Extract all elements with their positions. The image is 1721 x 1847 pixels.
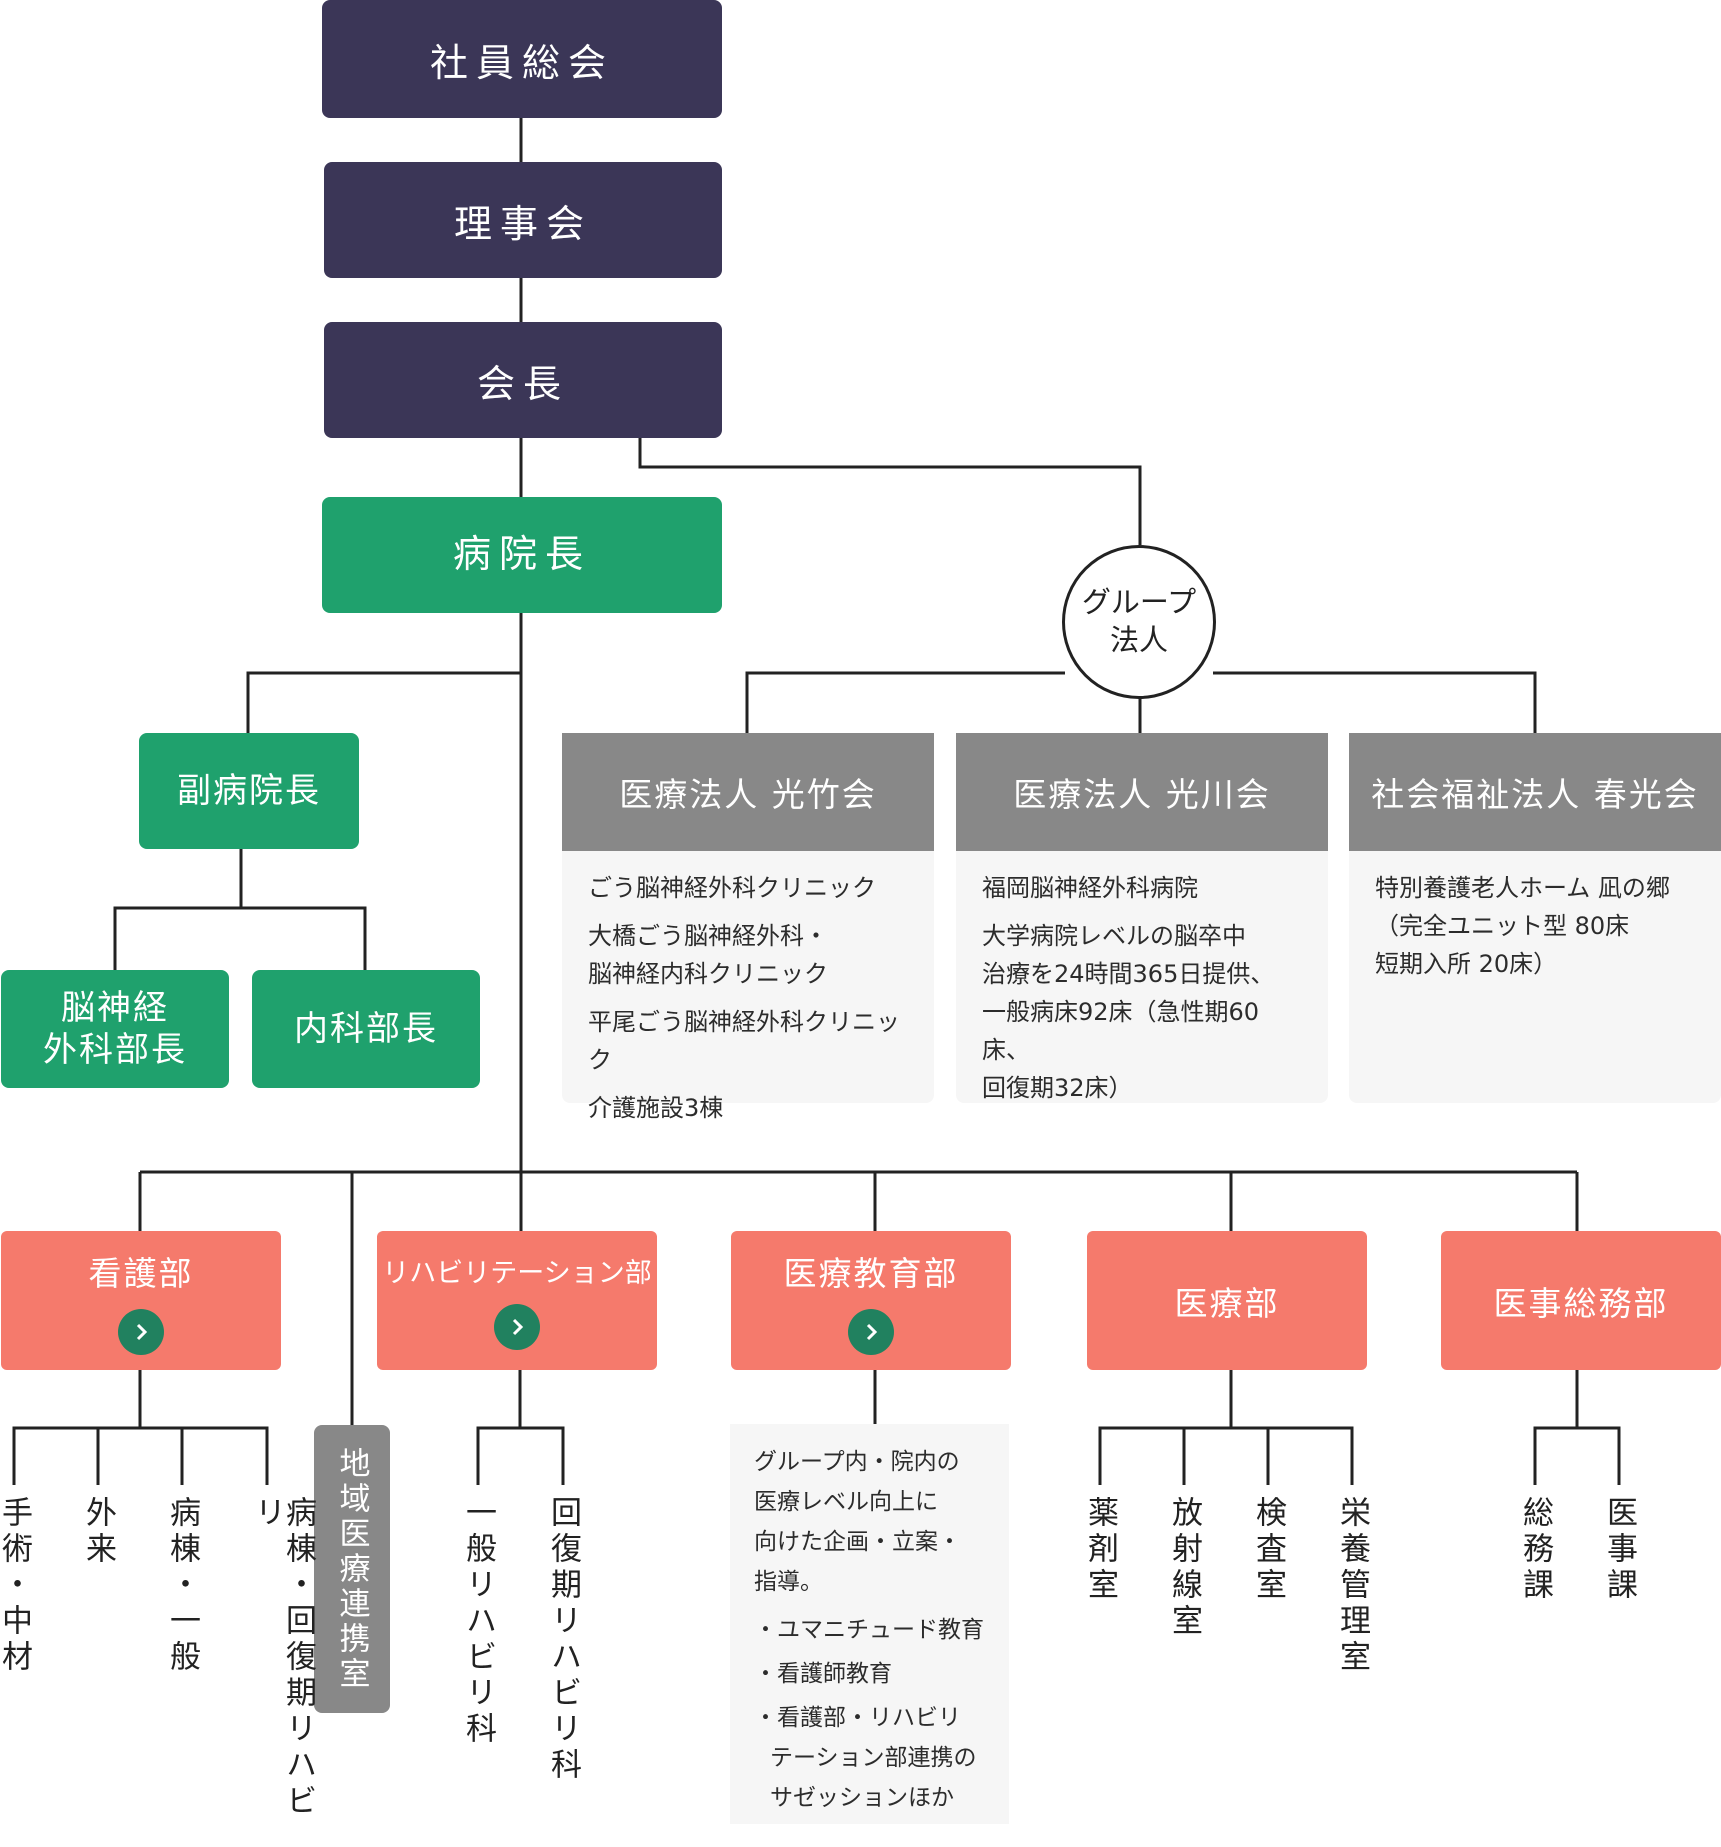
- board-label: 理事会: [453, 201, 592, 246]
- corp-card-body: 福岡脳神経外科病院 大学病院レベルの脳卒中 治療を24時間365日提供、 一般病…: [956, 851, 1328, 1125]
- corp-item: 脳神経内科クリニック: [588, 960, 828, 988]
- neurosurgery-head-label-2: 外科部長: [43, 1030, 187, 1070]
- note-line: ・看護部・リハビリ: [754, 1705, 961, 1731]
- sub-unit-label: 手術・中材: [0, 1496, 32, 1676]
- corp-item: 短期入所 20床）: [1375, 950, 1558, 978]
- note-line: 指導。: [754, 1569, 823, 1595]
- sub-unit-label: 一般リハビリ科: [460, 1496, 496, 1748]
- sub-unit-label: 総務課: [1517, 1496, 1553, 1604]
- chevron-right-icon: [512, 1318, 524, 1336]
- corp-item: 大学病院レベルの脳卒中: [982, 922, 1246, 950]
- group-label-1: グループ: [1081, 585, 1197, 620]
- medical-dept-box: 医療部: [1087, 1231, 1367, 1370]
- corp-item: 大橋ごう脳神経外科・: [588, 922, 828, 950]
- note-line: ・ユマニチュード教育: [754, 1617, 984, 1643]
- corp-card-shunkoukai: 社会福祉法人 春光会 特別養護老人ホーム 凪の郷 （完全ユニット型 80床 短期…: [1349, 733, 1721, 1103]
- director-box: 病院長: [322, 497, 722, 613]
- sub-unit-label: 医事課: [1601, 1496, 1637, 1604]
- note-line: テーション部連携の: [770, 1745, 977, 1771]
- corp-item: 介護施設3棟: [588, 1094, 724, 1122]
- sub-unit-label: 検査室: [1250, 1496, 1286, 1604]
- sub-unit-label: 回復期リハビリ科: [545, 1496, 581, 1784]
- corp-card-koutikukai: 医療法人 光竹会 ごう脳神経外科クリニック 大橋ごう脳神経外科・ 脳神経内科クリ…: [562, 733, 934, 1122]
- education-note: グループ内・院内の 医療レベル向上に 向けた企画・立案・ 指導。 ・ユマニチュー…: [730, 1424, 1009, 1824]
- admin-dept-label: 医事総務部: [1493, 1283, 1669, 1323]
- internal-head-box: 内科部長: [252, 970, 480, 1088]
- chairman-box: 会長: [324, 322, 722, 438]
- note-line: 医療レベル向上に: [754, 1489, 938, 1515]
- corp-item: ごう脳神経外科クリニック: [588, 874, 876, 902]
- admin-dept-box: 医事総務部: [1441, 1231, 1721, 1370]
- corp-item: 回復期32床）: [982, 1074, 1133, 1102]
- internal-head-label: 内科部長: [294, 1008, 438, 1049]
- chevron-right-icon: [136, 1323, 148, 1340]
- corp-card-body: 特別養護老人ホーム 凪の郷 （完全ユニット型 80床 短期入所 20床）: [1349, 851, 1721, 1001]
- general-meeting-box: 社員総会: [322, 0, 722, 118]
- group-label-2: 法人: [1109, 623, 1168, 657]
- corp-item: 一般病床92床（急性期60床、: [982, 998, 1260, 1064]
- note-line: 向けた企画・立案・: [754, 1529, 961, 1555]
- corp-card-body: ごう脳神経外科クリニック 大橋ごう脳神経外科・ 脳神経内科クリニック 平尾ごう脳…: [562, 851, 934, 1145]
- rehab-dept-button[interactable]: [494, 1304, 540, 1350]
- sub-unit-label: 病棟・一般: [164, 1496, 200, 1676]
- vice-director-label: 副病院長: [177, 770, 321, 811]
- neurosurgery-head-label-1: 脳神経: [61, 987, 169, 1028]
- education-dept-box: 医療教育部: [731, 1231, 1011, 1370]
- board-box: 理事会: [324, 162, 722, 278]
- medical-dept-label: 医療部: [1174, 1283, 1280, 1323]
- nursing-dept-button[interactable]: [118, 1308, 164, 1355]
- corp-card-header: 社会福祉法人 春光会: [1349, 733, 1721, 851]
- corp-item: 特別養護老人ホーム 凪の郷: [1375, 874, 1670, 902]
- sub-unit-label: 病棟・回復期リハビリ: [249, 1496, 316, 1820]
- regional-cooperation-box: 地域医療連携室: [314, 1425, 390, 1713]
- nursing-dept-label: 看護部: [88, 1253, 194, 1293]
- nursing-dept-box: 看護部: [1, 1231, 281, 1370]
- chairman-label: 会長: [476, 361, 569, 406]
- sub-unit-label: 外来: [80, 1496, 116, 1568]
- sub-unit-label: 薬剤室: [1082, 1496, 1118, 1604]
- chevron-right-icon: [866, 1323, 878, 1340]
- corp-card-header: 医療法人 光竹会: [562, 733, 934, 851]
- group-corporation-node: グループ 法人: [1062, 545, 1216, 699]
- director-label: 病院長: [452, 532, 591, 577]
- sub-unit-label: 放射線室: [1166, 1496, 1202, 1640]
- rehab-dept-label: リハビリテーション部: [382, 1258, 652, 1289]
- neurosurgery-head-box: 脳神経 外科部長: [1, 970, 229, 1088]
- corp-item: 福岡脳神経外科病院: [982, 874, 1198, 902]
- vice-director-box: 副病院長: [139, 733, 359, 849]
- note-line: ・看護師教育: [754, 1661, 892, 1687]
- corp-item: 平尾ごう脳神経外科クリニック: [588, 1008, 900, 1074]
- corp-card-header: 医療法人 光川会: [956, 733, 1328, 851]
- corp-item: 治療を24時間365日提供、: [982, 960, 1275, 988]
- general-meeting-label: 社員総会: [429, 40, 614, 85]
- corp-card-kousenkai: 医療法人 光川会 福岡脳神経外科病院 大学病院レベルの脳卒中 治療を24時間36…: [956, 733, 1328, 1103]
- corp-item: （完全ユニット型 80床: [1375, 912, 1630, 940]
- education-dept-label: 医療教育部: [783, 1253, 959, 1293]
- note-line: グループ内・院内の: [754, 1449, 960, 1475]
- education-dept-button[interactable]: [848, 1308, 894, 1355]
- rehab-dept-box: リハビリテーション部: [377, 1231, 657, 1370]
- sub-unit-label: 栄養管理室: [1334, 1496, 1370, 1676]
- note-line: サゼッションほか: [770, 1785, 954, 1811]
